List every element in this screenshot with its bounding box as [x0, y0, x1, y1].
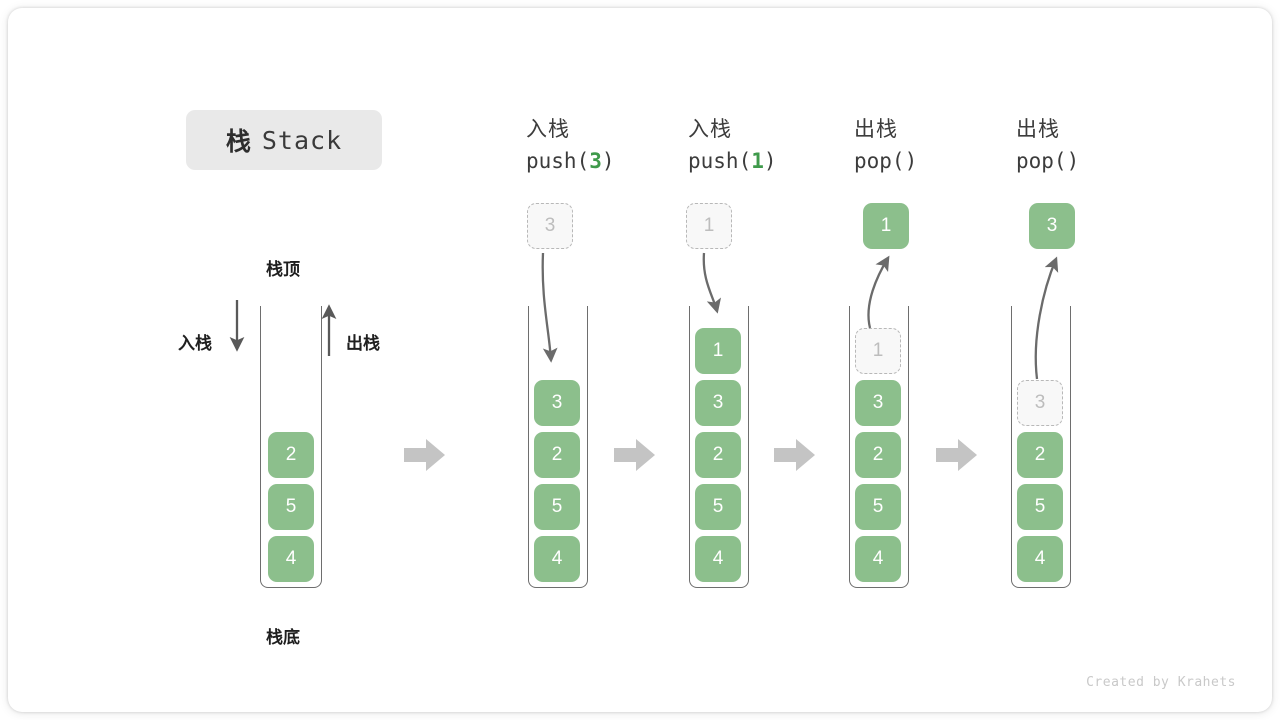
op-label-call: pop() — [1016, 149, 1080, 173]
op-label-cjk: 出栈 — [854, 118, 898, 141]
stack-container-pop-3 — [1011, 306, 1071, 588]
column-header-push-3: 入栈 push(3) — [526, 115, 696, 177]
column-header-pop-1: 出栈 pop() — [854, 115, 1024, 177]
stack-cell-removed: 3 — [1017, 380, 1063, 426]
stack-cell: 2 — [1017, 432, 1063, 478]
column-header-push-1: 入栈 push(1) — [688, 115, 858, 177]
op-label-cjk: 入栈 — [526, 118, 570, 141]
floating-value-box: 3 — [527, 203, 573, 249]
title-latin: Stack — [261, 125, 343, 155]
stack-cell: 4 — [695, 536, 741, 582]
stack-cell: 2 — [268, 432, 314, 478]
stack-cell: 5 — [855, 484, 901, 530]
op-label-call: push(3) — [526, 149, 615, 173]
stack-cell: 5 — [534, 484, 580, 530]
stack-bottom-label: 栈底 — [266, 628, 300, 647]
push-direction-label: 入栈 — [178, 334, 212, 353]
footer-credit: Created by Krahets — [1086, 675, 1236, 690]
diagram-canvas: 栈 Stack 栈顶 入栈 出栈 2 5 4 栈底 入栈 push(3) 3 3… — [8, 8, 1272, 712]
stack-container-push-1 — [689, 306, 749, 588]
stack-cell: 3 — [534, 380, 580, 426]
stack-cell: 2 — [855, 432, 901, 478]
flow-arrow-icon — [614, 439, 655, 471]
stack-cell: 4 — [1017, 536, 1063, 582]
op-label-call: push(1) — [688, 149, 777, 173]
stack-container-initial — [260, 306, 322, 588]
stack-container-push-3 — [528, 306, 588, 588]
flow-arrow-icon — [404, 439, 445, 471]
stack-cell: 5 — [1017, 484, 1063, 530]
title-cjk: 栈 — [225, 128, 252, 156]
push-1-motion-arrow-icon — [702, 252, 722, 314]
stack-cell: 4 — [534, 536, 580, 582]
diagram-title: 栈 Stack — [186, 110, 382, 170]
stack-cell: 1 — [695, 328, 741, 374]
op-label-cjk: 出栈 — [1016, 118, 1060, 141]
column-header-pop-3: 出栈 pop() — [1016, 115, 1186, 177]
stack-cell: 2 — [534, 432, 580, 478]
stack-cell: 4 — [268, 536, 314, 582]
stack-cell: 2 — [695, 432, 741, 478]
stack-cell: 5 — [268, 484, 314, 530]
floating-value-box: 3 — [1029, 203, 1075, 249]
stack-cell: 4 — [855, 536, 901, 582]
floating-value-box: 1 — [686, 203, 732, 249]
stack-top-label: 栈顶 — [266, 260, 300, 279]
stack-cell: 3 — [695, 380, 741, 426]
stack-container-pop-1 — [849, 306, 909, 588]
stack-cell: 3 — [855, 380, 901, 426]
pop-direction-label: 出栈 — [346, 334, 380, 353]
flow-arrow-icon — [936, 439, 977, 471]
flow-arrow-icon — [774, 439, 815, 471]
op-label-cjk: 入栈 — [688, 118, 732, 141]
floating-value-box: 1 — [863, 203, 909, 249]
op-label-call: pop() — [854, 149, 918, 173]
stack-cell-removed: 1 — [855, 328, 901, 374]
stack-cell: 5 — [695, 484, 741, 530]
